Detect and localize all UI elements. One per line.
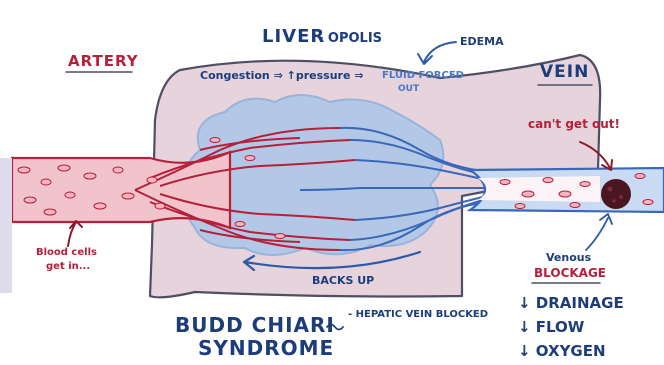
syndrome-line2: SYNDROME	[198, 338, 334, 358]
clot-icon	[601, 179, 631, 209]
get-in-label: get in...	[46, 262, 90, 272]
edema-arrow-icon	[418, 42, 456, 64]
venous-arrow-icon	[586, 214, 612, 250]
venous-label: Venous	[546, 252, 591, 263]
side-panel-edge	[0, 158, 12, 293]
vein-lumen	[478, 176, 600, 202]
artery-trunk	[12, 152, 230, 228]
blood-cells-arrow-icon	[68, 221, 82, 246]
title-opolis: - OPOLIS	[318, 32, 382, 45]
out-text: OUT	[398, 85, 419, 94]
vein-label: VEIN	[540, 64, 589, 81]
effect-drainage: ↓ DRAINAGE	[518, 296, 624, 311]
title-liver: LIVER	[262, 28, 325, 46]
artery-label: ARTERY	[68, 54, 139, 69]
syndrome-note: - HEPATIC VEIN BLOCKED	[348, 310, 488, 320]
cant-get-out-label: can't get out!	[528, 118, 620, 130]
effect-flow: ↓ FLOW	[518, 320, 584, 335]
blockage-label: BLOCKAGE	[534, 267, 606, 279]
effect-oxygen: ↓ OXYGEN	[518, 344, 606, 359]
edema-label: EDEMA	[460, 36, 504, 47]
fluid-forced-text: FLUID FORCED	[382, 71, 464, 81]
backs-up-label: BACKS UP	[312, 275, 374, 286]
blood-cells-label: Blood cells	[36, 248, 97, 258]
syndrome-line1: BUDD CHIARI	[175, 315, 335, 335]
congestion-text: Congestion ⇒ ↑pressure ⇒	[200, 70, 363, 81]
